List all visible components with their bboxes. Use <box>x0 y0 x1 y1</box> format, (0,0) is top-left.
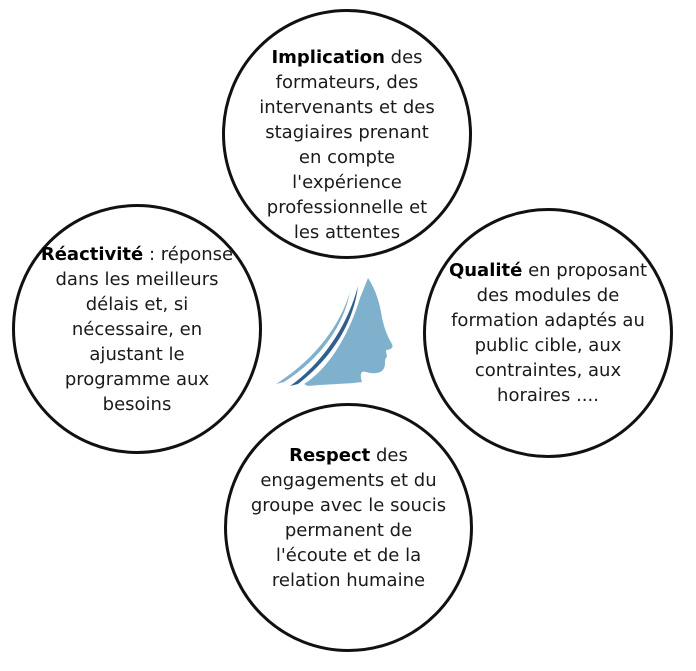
implication-title: Implication <box>271 47 385 68</box>
implication-text: Implication des formateurs, des interven… <box>254 45 439 245</box>
circle-implication: Implication des formateurs, des interven… <box>222 9 472 259</box>
circle-respect: Respect des engagements et du groupe ave… <box>224 403 473 652</box>
reactivite-description: : réponse dans les meilleurs délais et, … <box>55 243 234 415</box>
circle-reactivite: Réactivité : réponse dans les meilleurs … <box>12 204 262 454</box>
qualite-title: Qualité <box>448 260 523 281</box>
implication-description: des formateurs, des intervenants et des … <box>259 47 435 243</box>
head-profile-icon <box>276 278 393 386</box>
respect-title: Respect <box>289 444 371 466</box>
reactivite-text: Réactivité : réponse dans les meilleurs … <box>35 242 240 417</box>
circle-qualite: Qualité en proposant des modules de form… <box>423 208 673 458</box>
respect-description: des engagements et du groupe avec le sou… <box>250 444 447 591</box>
head-silhouette <box>304 278 393 386</box>
respect-text: Respect des engagements et du groupe ave… <box>246 443 450 593</box>
qualite-description: en proposant des modules de formation ad… <box>451 260 648 406</box>
reactivite-title: Réactivité <box>40 243 144 265</box>
qualite-text: Qualité en proposant des modules de form… <box>448 258 648 408</box>
